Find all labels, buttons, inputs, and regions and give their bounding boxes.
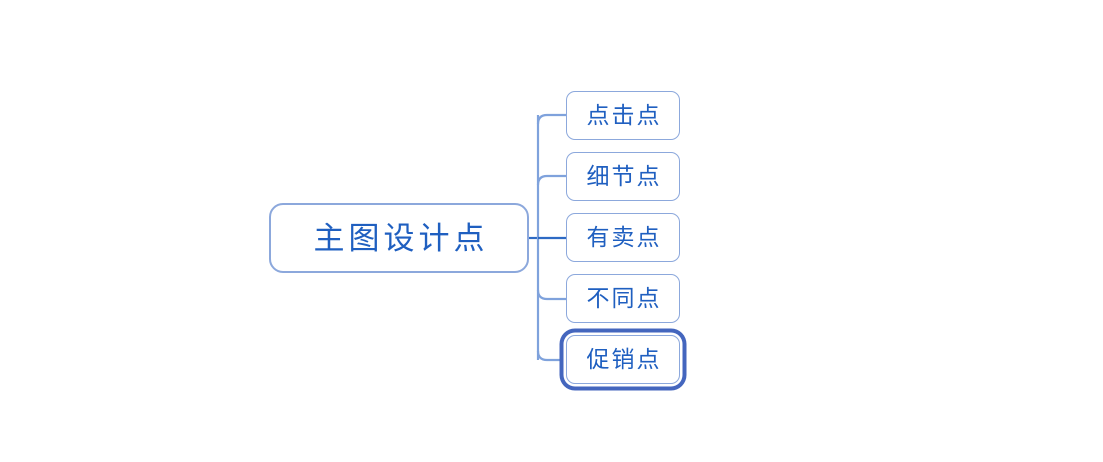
mindmap-child-label-2: 有卖点 xyxy=(586,225,662,250)
mindmap-child-node-4-selected[interactable]: 促销点 xyxy=(566,335,680,384)
mindmap-child-label-3: 不同点 xyxy=(586,286,662,311)
mindmap-root-label: 主图设计点 xyxy=(313,220,489,256)
mindmap-child-node-1[interactable]: 细节点 xyxy=(566,152,680,201)
mindmap-child-node-3[interactable]: 不同点 xyxy=(566,274,680,323)
mindmap-child-label-1: 细节点 xyxy=(586,164,662,189)
mindmap-child-node-2[interactable]: 有卖点 xyxy=(566,213,680,262)
mindmap-child-label-4: 促销点 xyxy=(586,347,662,372)
mindmap-child-label-0: 点击点 xyxy=(586,103,662,128)
mindmap-root-node[interactable]: 主图设计点 xyxy=(269,203,529,273)
connector-branch-0 xyxy=(536,113,566,125)
mindmap-child-node-0[interactable]: 点击点 xyxy=(566,91,680,140)
connector-branch-3 xyxy=(536,289,566,301)
connector-branch-4 xyxy=(536,350,566,362)
connector-branch-1 xyxy=(536,174,566,186)
